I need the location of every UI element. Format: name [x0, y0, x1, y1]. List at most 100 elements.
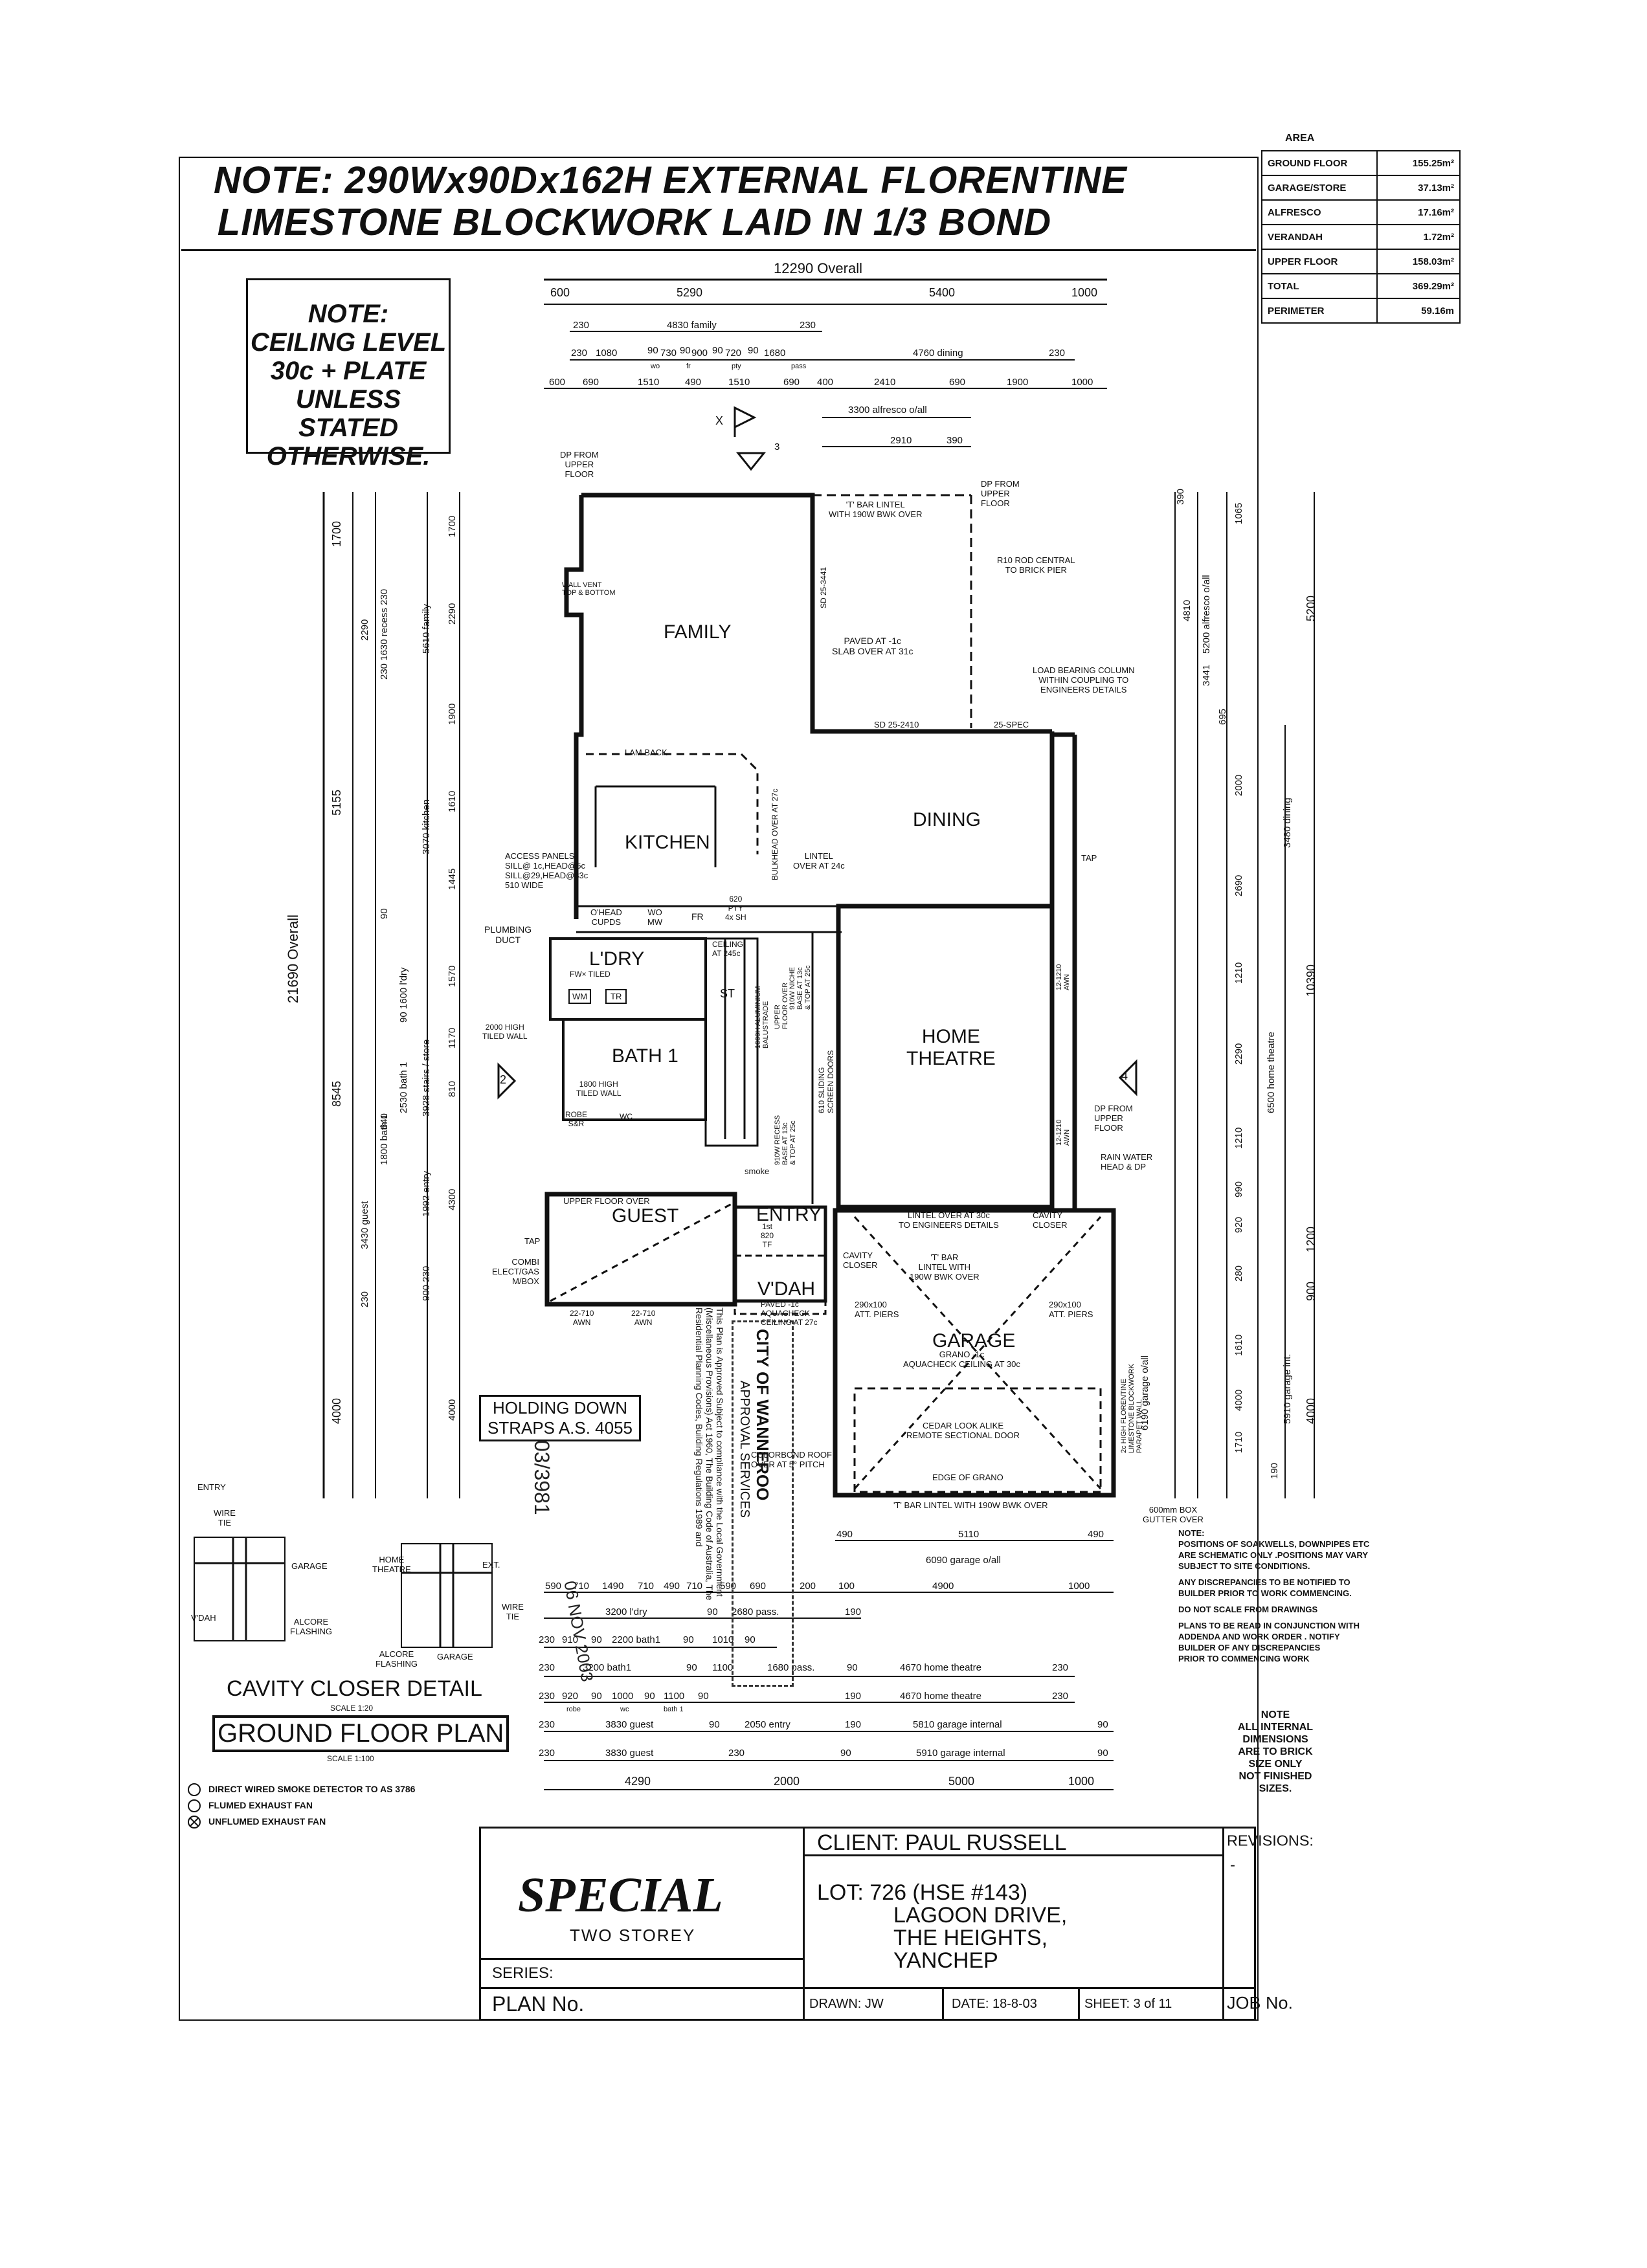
dim-left: 8545 [330, 1080, 343, 1107]
dim-right: 390 [1175, 488, 1186, 505]
room-kitchen: KITCHEN [625, 832, 710, 853]
annotation-verandah-floor: PAVED -1c AQUACHECK CEILING AT 27c [761, 1300, 818, 1327]
annotation-sd: SD 25-2410 [874, 720, 919, 729]
job-number-text: JOB No. [1227, 1994, 1294, 2013]
title-block-divider [479, 1958, 803, 1960]
dim-right: 6500 home theatre [1266, 1032, 1277, 1113]
cavity-label: WIRE TIE [502, 1602, 524, 1621]
annotation-tread: 1st 820 TF [761, 1222, 774, 1249]
dim-bottom: 5910 garage internal [916, 1748, 1005, 1759]
address-line: YANCHEP [893, 1948, 998, 1973]
dim-left: 2530 bath 1 [398, 1062, 409, 1113]
plan-no-label: PLAN No. [492, 1992, 585, 2016]
dim-bottom: 100 [838, 1581, 855, 1592]
dim-top: 720 [725, 348, 742, 359]
dim-right: 10390 [1305, 964, 1317, 997]
dim-bottom: 230 [728, 1748, 745, 1759]
plan-title: GROUND FLOOR PLAN [212, 1715, 510, 1752]
dim-bottom: 2680 pass. [732, 1606, 779, 1618]
annotation-sd: SD 25-3441 [819, 566, 828, 608]
dim-bottom: 190 [845, 1691, 862, 1702]
annotation-meter-box: COMBI ELECT/GAS M/BOX [492, 1257, 539, 1286]
dim-right: 1710 [1233, 1431, 1244, 1453]
dim-bottom: 90 [644, 1691, 655, 1702]
cavity-label: ENTRY [197, 1482, 226, 1492]
dim-bottom: 90 [840, 1748, 851, 1759]
dim-left: 2290 [359, 619, 370, 641]
dim-bottom-sub: wc [620, 1706, 629, 1713]
dim-bottom: 3200 bath1 [583, 1662, 632, 1673]
dim-bottom: 230 [539, 1719, 555, 1730]
dim-top: 1510 [638, 377, 660, 388]
dim-bottom: 4670 home theatre [900, 1662, 981, 1673]
annotation-smoke: smoke [745, 1166, 770, 1176]
dim-right: 4000 [1305, 1397, 1317, 1424]
revisions-text: REVISIONS: [1227, 1832, 1314, 1849]
header-note-box [181, 159, 1256, 251]
dim-top: 400 [817, 377, 834, 388]
dim-top: 3300 alfresco o/all [848, 405, 927, 416]
dim-right: 4000 [1233, 1389, 1244, 1411]
room-dining: DINING [913, 809, 981, 830]
annotation-lam-back: LAM BACK [625, 748, 667, 757]
series-name: SPECIAL [518, 1868, 723, 1922]
cavity-detail-title: CAVITY CLOSER DETAIL [227, 1676, 482, 1701]
dim-bottom: 3830 guest [605, 1719, 654, 1730]
dim-bottom: 710 [573, 1581, 590, 1592]
dim-bottom: 910 [562, 1634, 579, 1645]
dim-top: 90 [647, 345, 658, 356]
dim-bottom: 90 [847, 1662, 858, 1673]
dim-right: 990 [1233, 1181, 1244, 1197]
annotation-bulkhead: BULKHEAD OVER AT 27c [770, 788, 779, 880]
annotation-trough: TR [605, 989, 627, 1004]
annotation-awning: 12-1210 AWN [1055, 964, 1071, 990]
sheet-number: SHEET: 3 of 11 [1084, 1997, 1172, 2011]
dim-top: 1080 [596, 348, 618, 359]
dim-bottom: 90 [1097, 1748, 1108, 1759]
annotation-lintel-30: LINTEL OVER AT 30c TO ENGINEERS DETAILS [899, 1210, 999, 1230]
dim-right: 4810 [1182, 599, 1193, 621]
cavity-label: WIRE TIE [214, 1508, 236, 1528]
room-laundry: L'DRY [589, 948, 645, 970]
annotation-awning: 22-710 AWN [570, 1309, 594, 1327]
cavity-label: EXT. [482, 1560, 500, 1570]
dim-bottom: 90 [745, 1634, 756, 1645]
dim-right: 3480 dining [1282, 797, 1293, 848]
dim-left: 900 230 [421, 1265, 432, 1301]
dim-top: 690 [783, 377, 800, 388]
dim-bottom-sub: bath 1 [664, 1706, 684, 1713]
dim-bottom: 490 [1088, 1529, 1104, 1540]
annotation-cavity-closer: CAVITY CLOSER [843, 1251, 878, 1270]
dim-bottom: 1000 [1068, 1581, 1090, 1592]
dim-left: 4000 [447, 1399, 458, 1421]
dim-bottom: 1010 [712, 1634, 734, 1645]
annotation-garage-floor: GRANO -1c AQUACHECK CEILING AT 30c [903, 1350, 1020, 1369]
dim-left: 5155 [330, 789, 343, 816]
dim-bottom: 230 [539, 1662, 555, 1673]
approval-stamp: CITY OF WANNEROO APPROVAL SERVICES [732, 1320, 794, 1687]
annotation-pantry: 620 PTY 4x SH [725, 895, 746, 922]
dim-right: 2290 [1233, 1043, 1244, 1065]
annotation-tiled-wall: 1800 HIGH TILED WALL [576, 1080, 622, 1098]
address-line: LAGOON DRIVE, [893, 1903, 1068, 1928]
dim-bottom: 90 [707, 1606, 718, 1618]
ceiling-note-line: 30c + PLATE [270, 357, 427, 385]
annotation-robe: ROBE S&R [565, 1110, 588, 1128]
annotation-tiled-wall: 2000 HIGH TILED WALL [482, 1023, 528, 1041]
dim-bottom: 5000 [948, 1775, 975, 1788]
dim-right: 3441 [1201, 664, 1212, 686]
annotation-att-piers: 290x100 ATT. PIERS [1049, 1300, 1093, 1319]
title-block-divider [1222, 1827, 1224, 2021]
dim-left: 90 [379, 908, 390, 919]
dim-overall-top: 12290 Overall [774, 260, 862, 276]
dim-top: 690 [583, 377, 599, 388]
dim-bottom: 1000 [1068, 1775, 1095, 1788]
dim-bottom: 2000 [774, 1775, 800, 1788]
dim-bottom: 230 [539, 1634, 555, 1645]
dim-left: 3070 kitchen [421, 799, 432, 854]
annotation-awning: 22-710 AWN [631, 1309, 656, 1327]
room-entry: ENTRY [756, 1204, 822, 1225]
